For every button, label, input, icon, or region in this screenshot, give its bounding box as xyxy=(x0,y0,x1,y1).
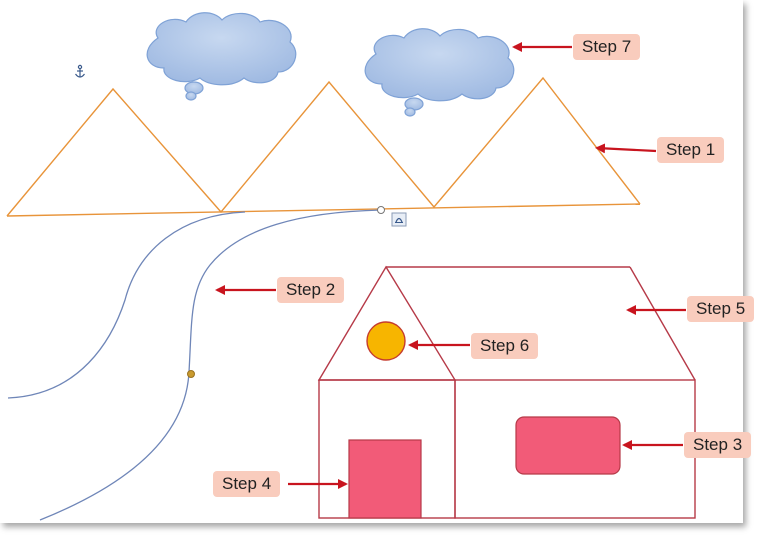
house-door[interactable] xyxy=(348,439,422,519)
callout-step6: Step 6 xyxy=(471,333,539,359)
house-roof-slope xyxy=(629,266,696,381)
mountain-triangles[interactable] xyxy=(6,76,641,217)
callout-step2: Step 2 xyxy=(277,277,345,303)
road-curves[interactable] xyxy=(7,209,382,521)
arrow-step1 xyxy=(595,143,657,154)
house-window[interactable] xyxy=(515,416,621,475)
curve-end-handle[interactable] xyxy=(377,206,385,214)
layout-options-icon[interactable] xyxy=(391,212,407,227)
callout-step7: Step 7 xyxy=(573,34,641,60)
cloud-shape-right[interactable] xyxy=(364,28,515,117)
callout-step1: Step 1 xyxy=(657,137,725,163)
cloud-shape-left[interactable] xyxy=(146,12,297,101)
curve-midpoint-handle[interactable] xyxy=(187,370,195,378)
callout-step3: Step 3 xyxy=(684,432,752,458)
house[interactable] xyxy=(317,265,696,519)
callout-arrows xyxy=(215,42,686,489)
callout-step5: Step 5 xyxy=(687,296,755,322)
sun-circle[interactable] xyxy=(366,321,406,361)
callout-step4: Step 4 xyxy=(213,471,281,497)
anchor-icon xyxy=(75,64,85,78)
